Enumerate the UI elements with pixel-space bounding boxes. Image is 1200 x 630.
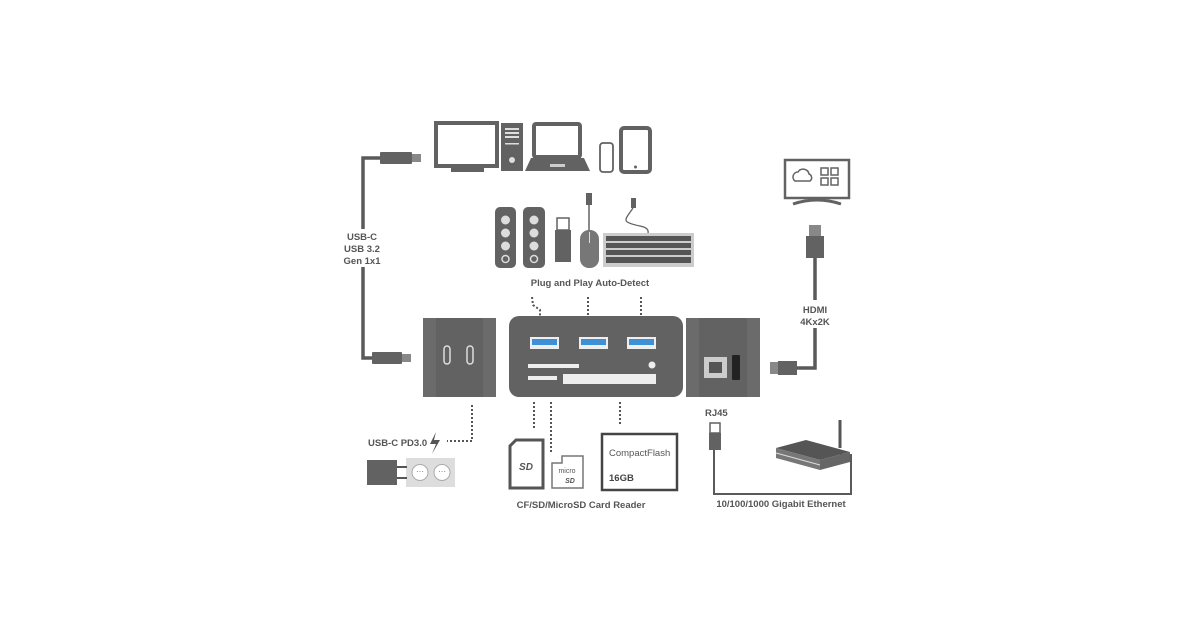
microsd-card-icon: micro SD xyxy=(551,455,584,489)
plug-and-play-label: Plug and Play Auto-Detect xyxy=(531,278,650,289)
ethernet-label: 10/100/1000 Gigabit Ethernet xyxy=(716,499,846,510)
svg-text:···: ··· xyxy=(438,467,446,476)
connector-line xyxy=(531,296,541,318)
usb-a-port xyxy=(579,337,608,349)
laptop-icon xyxy=(525,122,590,171)
usb-c-cable-label-line3: Gen 1x1 xyxy=(344,256,382,267)
lightning-icon xyxy=(430,432,440,454)
cf-slot xyxy=(563,374,656,384)
led-indicator xyxy=(648,361,656,369)
sd-logo: SD xyxy=(519,462,533,473)
microsd-logo: micro xyxy=(558,468,575,475)
microsd-slot xyxy=(528,364,579,368)
tablet-icon xyxy=(619,126,652,174)
sd-slot xyxy=(528,376,557,380)
usb-c-port xyxy=(443,345,451,365)
desktop-tower-icon xyxy=(501,123,523,171)
hdmi-label-line2: 4Kx2K xyxy=(800,317,830,328)
speakers-icon xyxy=(495,207,545,268)
svg-text:SD: SD xyxy=(565,478,575,485)
smart-tv-icon xyxy=(783,158,851,206)
sd-card-icon: SD xyxy=(508,438,545,490)
usb-c-cable xyxy=(335,152,421,364)
card-reader-label: CF/SD/MicroSD Card Reader xyxy=(517,500,646,511)
keyboard-icon xyxy=(603,198,694,267)
hdmi-label-line1: HDMI xyxy=(803,305,827,316)
hub-usb-c-module xyxy=(423,318,496,397)
usb-a-port xyxy=(530,337,559,349)
mouse-icon xyxy=(580,193,599,268)
usb-c-cable-label-line1: USB-C xyxy=(347,232,377,243)
monitor-icon xyxy=(434,121,499,172)
usb-flash-drive-icon xyxy=(555,217,571,262)
weather-icon xyxy=(792,168,813,182)
usb-a-port xyxy=(627,337,656,349)
smartphone-icon xyxy=(599,142,614,173)
cf-capacity-label: 16GB xyxy=(609,473,634,484)
hub-rj45-hdmi-module xyxy=(686,318,760,397)
power-label: USB-C PD3.0 xyxy=(368,438,427,449)
router-icon xyxy=(775,420,850,470)
usb-c-cable-label-line2: USB 3.2 xyxy=(344,244,380,255)
compactflash-card-icon: CompactFlash 16GB xyxy=(600,432,679,492)
hub-usb-card-reader-module xyxy=(509,316,683,397)
usb-c-port xyxy=(466,345,474,365)
rj45-label: RJ45 xyxy=(705,408,728,419)
cf-brand-label: CompactFlash xyxy=(609,448,670,459)
hdmi-cable xyxy=(770,225,840,375)
connector-line xyxy=(447,405,473,442)
svg-text:···: ··· xyxy=(416,467,424,476)
hdmi-port xyxy=(732,355,740,380)
power-adapter-icon: ··· ··· xyxy=(367,458,455,487)
